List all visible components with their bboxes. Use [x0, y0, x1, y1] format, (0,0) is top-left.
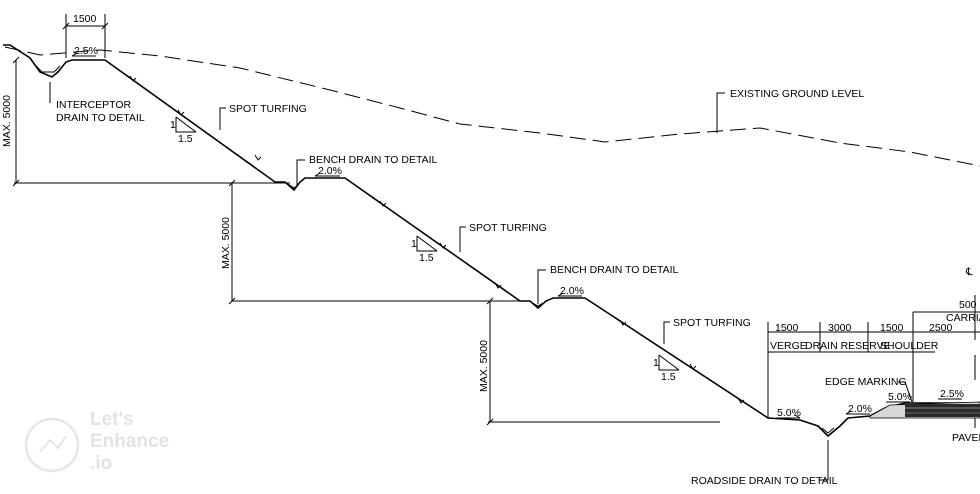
spot-turfing-label-3: SPOT TURFING — [673, 317, 751, 329]
reserve-grade-label: 2.0% — [848, 403, 872, 415]
shoulder-label: SHOULDER — [880, 340, 939, 352]
verge-label: VERGE — [770, 340, 807, 352]
max-height-label-2: MAX. 5000 — [220, 217, 232, 269]
level-lines — [14, 182, 720, 423]
bench-grade-label-1: 2.0% — [318, 165, 342, 177]
bench-drain-label-2: BENCH DRAIN TO DETAIL — [550, 264, 679, 276]
top-width-label: 1500 — [73, 13, 97, 25]
existing-ground-label: EXISTING GROUND LEVEL — [730, 88, 864, 100]
verge-width-label: 1500 — [775, 322, 799, 334]
lane-width-label: 2500 — [929, 322, 953, 334]
slope-rise-2: 1 — [411, 238, 417, 250]
interceptor-label-line1: INTERCEPTOR — [56, 99, 131, 111]
height-dimension-3 — [486, 297, 494, 426]
verge-grade-label: 5.0% — [777, 407, 801, 419]
bench-drain-leader-2 — [537, 269, 546, 304]
edge-marking-label: EDGE MARKING — [825, 376, 907, 388]
max-height-label-3: MAX. 5000 — [478, 340, 490, 392]
spot-turfing-label-1: SPOT TURFING — [229, 103, 307, 115]
drain-reserve-label: DRAIN RESERVE — [805, 340, 891, 352]
bench-grade-arrowhead-2 — [557, 292, 564, 297]
verge-grade-arrowhead — [794, 414, 801, 419]
slope-ratio-1 — [175, 116, 197, 133]
max-height-label-1: MAX. 5000 — [1, 95, 13, 147]
roadside-drain-leader — [819, 440, 829, 481]
carriageway-label: CARRIA — [946, 312, 980, 324]
bench-drain-2-inner — [531, 302, 544, 307]
spot-turfing-leader-2 — [459, 226, 466, 252]
existing-ground-line — [4, 46, 980, 167]
pavement-layers — [869, 401, 980, 419]
turfing-ticks — [129, 75, 745, 404]
bench-drain-label-1: BENCH DRAIN TO DETAIL — [309, 154, 438, 166]
carriageway-width-label: 500 — [959, 299, 977, 311]
top-width-dimension — [62, 14, 109, 58]
existing-ground-leader — [716, 92, 725, 133]
roadside-drain-inner — [821, 427, 835, 434]
slope-run-2: 1.5 — [419, 252, 434, 264]
spot-turfing-label-2: SPOT TURFING — [469, 222, 547, 234]
shoulder-width-label: 1500 — [880, 322, 904, 334]
slope-ratio-2 — [416, 235, 438, 252]
reserve-grade-arrowhead — [845, 410, 852, 415]
roadside-drain-label: ROADSIDE DRAIN TO DETAIL — [691, 475, 838, 487]
slope-rise-3: 1 — [653, 357, 659, 369]
centerline-symbol: ℄ — [965, 266, 973, 278]
height-dimension-2 — [228, 179, 236, 305]
bench-drain-leader-1 — [296, 159, 305, 186]
pavement-label: PAVEM — [952, 432, 980, 444]
slope-ratio-3 — [658, 354, 680, 371]
drain-reserve-width-label: 3000 — [828, 322, 852, 334]
bench-grade-label-2: 2.0% — [560, 285, 584, 297]
slope-rise-1: 1 — [170, 119, 176, 131]
top-grade-label: 2.5% — [74, 45, 98, 57]
watermark-line1: Let's — [90, 409, 134, 430]
bench-grade-arrowhead-1 — [314, 172, 321, 177]
watermark-line3: .io — [90, 453, 112, 474]
interceptor-label-line2: DRAIN TO DETAIL — [56, 112, 145, 124]
slope-run-1: 1.5 — [178, 133, 193, 145]
carriageway-grade-label: 2.5% — [940, 388, 964, 400]
interceptor-drain-inner — [35, 65, 61, 73]
shoulder-grade-label: 5.0% — [888, 391, 912, 403]
road-dimension-band — [767, 295, 980, 418]
height-dimension-1 — [12, 56, 20, 187]
spot-turfing-leader-1 — [219, 107, 226, 130]
spot-turfing-leader-3 — [663, 321, 670, 344]
slope-run-3: 1.5 — [661, 371, 676, 383]
edge-marking-leader — [898, 381, 913, 403]
watermark-line2: Enhance — [90, 431, 169, 452]
watermark: Let's Enhance .io — [24, 409, 169, 474]
